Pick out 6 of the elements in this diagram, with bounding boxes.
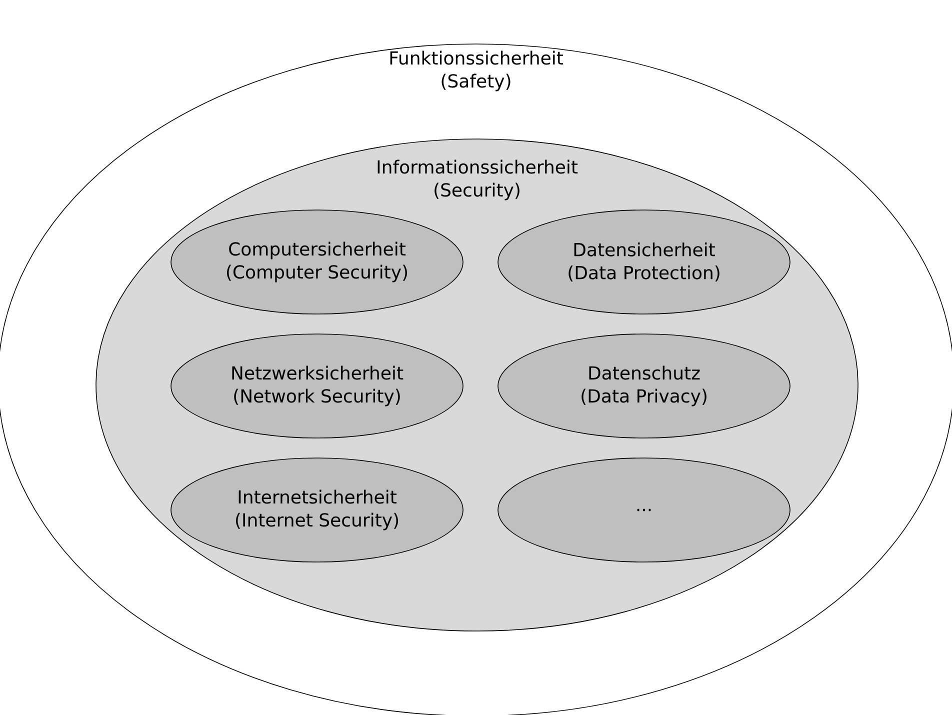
ellipse-region: Netzwerksicherheit (Network Security) — [170, 334, 464, 438]
ellipse-region: ... — [498, 458, 790, 562]
ellipse-region: Datenschutz (Data Privacy) — [498, 334, 790, 438]
ellipse-region: Computersicherheit (Computer Security) — [170, 210, 464, 314]
ellipse-region: Internetsicherheit (Internet Security) — [170, 458, 464, 562]
ellipse-region: Datensicherheit (Data Protection) — [498, 210, 790, 314]
